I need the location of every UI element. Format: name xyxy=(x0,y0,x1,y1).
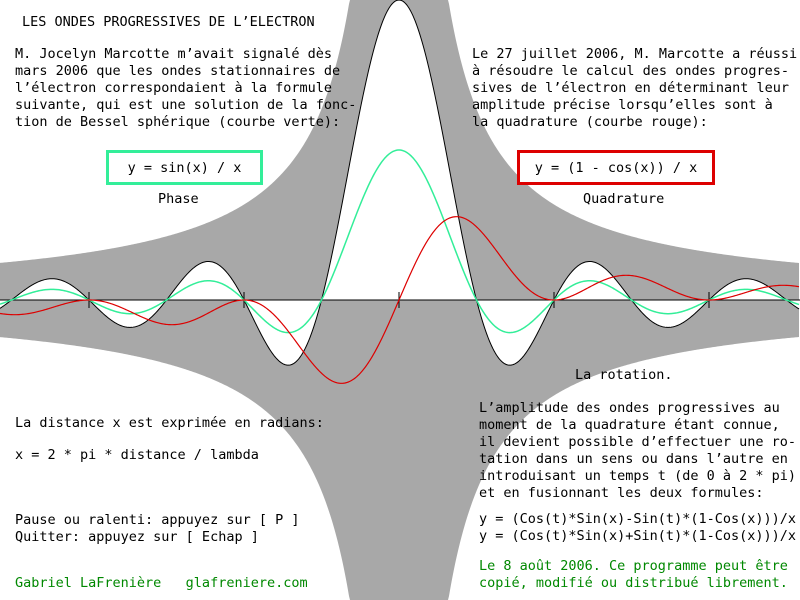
right-intro-line-5: la quadrature (courbe rouge): xyxy=(472,114,708,130)
quit-instruction: Quitter: appuyez sur [ Echap ] xyxy=(15,529,259,545)
left-intro-line-4: suivante, qui est une solution de la fon… xyxy=(15,97,357,113)
credits: Gabriel LaFrenière glafreniere.com xyxy=(15,575,308,591)
rotation-text-line-2: moment de la quadrature étant connue, xyxy=(479,417,780,433)
rotation-text-line-4: tation dans un sens ou dans l’autre en xyxy=(479,451,788,467)
pause-instruction: Pause ou ralenti: appuyez sur [ P ] xyxy=(15,512,300,528)
quadrature-formula-box: y = (1 - cos(x)) / x xyxy=(517,150,715,185)
right-intro-line-4: amplitude précise lorsqu’elles sont à xyxy=(472,97,773,113)
quadrature-wave-curve xyxy=(0,216,800,384)
rotation-text-line-1: L’amplitude des ondes progressives au xyxy=(479,400,780,416)
left-intro-line-1: M. Jocelyn Marcotte m’avait signalé dès xyxy=(15,46,332,62)
right-intro-line-3: sives de l’électron en déterminant leur xyxy=(472,80,789,96)
distance-line-2: x = 2 * pi * distance / lambda xyxy=(15,447,259,463)
rotation-formula-2: y = (Cos(t)*Sin(x)+Sin(t)*(1-Cos(x)))/x xyxy=(479,528,796,544)
rotation-title: La rotation. xyxy=(575,367,673,383)
rotation-text-line-3: il devient possible d’effectuer une ro- xyxy=(479,434,796,450)
right-intro-line-1: Le 27 juillet 2006, M. Marcotte a réussi xyxy=(472,46,798,62)
right-intro-line-2: à résoudre le calcul des ondes progres- xyxy=(472,63,789,79)
phase-wave-fill xyxy=(0,0,799,365)
rotation-text-line-5: introduisant un temps t (de 0 à 2 * pi) xyxy=(479,468,796,484)
rotation-formula-1: y = (Cos(t)*Sin(x)-Sin(t)*(1-Cos(x)))/x xyxy=(479,511,796,527)
rotation-text-line-6: et en fusionnant les deux formules: xyxy=(479,485,764,501)
phase-wave-outline xyxy=(0,0,800,366)
page-title: LES ONDES PROGRESSIVES DE L’ELECTRON xyxy=(22,14,315,30)
phase-label: Phase xyxy=(158,191,199,207)
left-intro-line-2: mars 2006 que les ondes stationnaires de xyxy=(15,63,341,79)
quadrature-label: Quadrature xyxy=(583,191,665,207)
left-intro-line-3: l’électron correspondaient à la formule xyxy=(15,80,332,96)
distance-line-1: La distance x est exprimée en radians: xyxy=(15,415,324,431)
left-intro-line-5: tion de Bessel sphérique (courbe verte): xyxy=(15,114,341,130)
license-line-1: Le 8 août 2006. Ce programme peut être xyxy=(479,558,788,574)
phase-formula-box: y = sin(x) / x xyxy=(106,150,263,185)
license-line-2: copié, modifié ou distribué librement. xyxy=(479,575,788,591)
